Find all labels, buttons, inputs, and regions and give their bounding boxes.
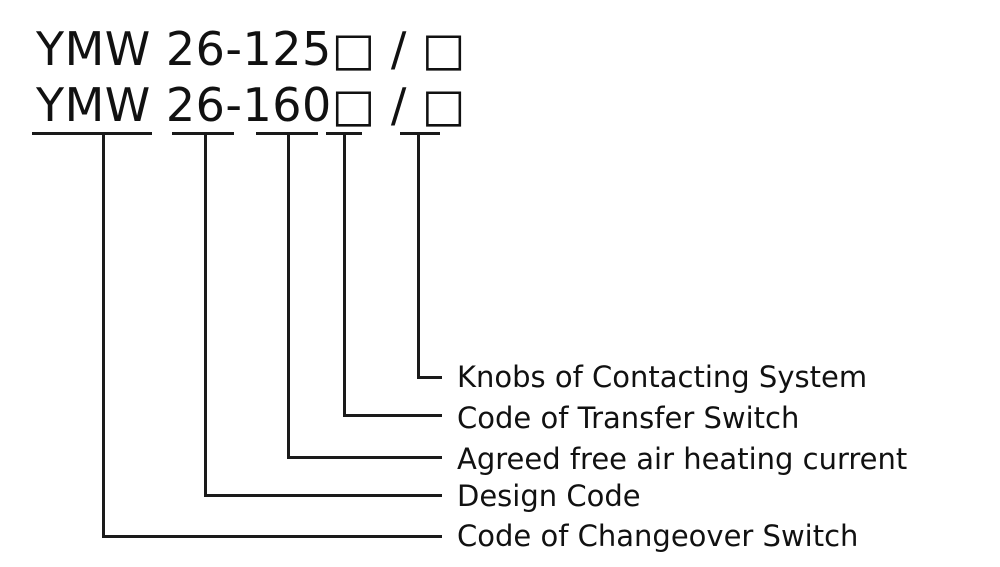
drop-line-changeover: [102, 133, 105, 538]
callout-label-current: Agreed free air heating current: [457, 442, 908, 476]
code-segment-rule-design: [172, 132, 234, 135]
callout-label-design: Design Code: [457, 479, 641, 513]
callout-label-knobs: Knobs of Contacting System: [457, 360, 868, 394]
callout-label-transfer: Code of Transfer Switch: [457, 401, 800, 435]
drop-line-knobs: [417, 133, 420, 378]
product-code-line-1: YMW 26-125□ / □: [36, 22, 466, 76]
leader-line-changeover: [102, 535, 442, 538]
leader-line-design: [204, 494, 442, 497]
drop-line-current: [287, 133, 290, 458]
code-segment-rule-knobs: [400, 132, 440, 135]
callout-label-changeover: Code of Changeover Switch: [457, 519, 859, 553]
drop-line-design: [204, 133, 207, 497]
leader-line-current: [287, 456, 442, 459]
leader-line-knobs: [417, 376, 442, 379]
leader-line-transfer: [343, 414, 442, 417]
product-code-line-2: YMW 26-160□ / □: [36, 78, 466, 132]
code-segment-rule-changeover: [32, 132, 152, 135]
drop-line-transfer: [343, 133, 346, 416]
